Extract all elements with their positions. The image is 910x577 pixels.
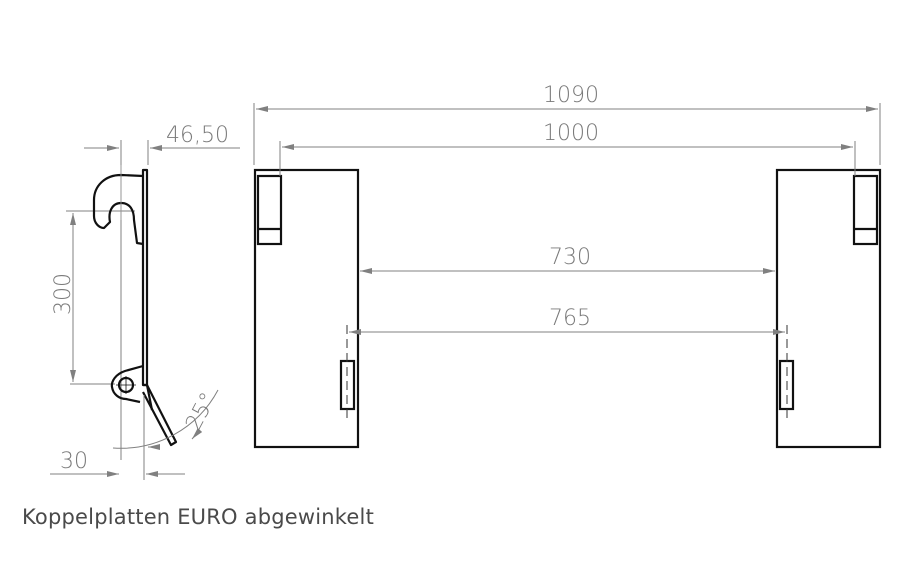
left-plate — [253, 168, 360, 449]
dim-bottom-offset-label: 30 — [60, 449, 88, 474]
dim-hook-centers — [279, 141, 856, 176]
dim-inner-clearance-label: 730 — [549, 245, 591, 270]
dim-overall-width-label: 1090 — [543, 83, 599, 108]
drawing-caption: Koppelplatten EURO abgewinkelt — [22, 505, 374, 529]
dim-top-width — [84, 140, 240, 460]
coupling-plate-side-profile — [92, 165, 178, 447]
dim-bottom-offset — [50, 395, 185, 480]
dim-overall-width — [253, 103, 881, 165]
dim-height — [66, 210, 135, 385]
front-view: 1090 1000 730 765 — [253, 83, 882, 449]
dim-top-width-label: 46,50 — [166, 123, 229, 148]
dim-angle-label: 25° — [181, 389, 221, 435]
dim-pin-centers-label: 765 — [549, 306, 591, 331]
right-plate — [775, 168, 882, 449]
side-view: 46,50 300 — [50, 123, 240, 480]
dim-angle — [112, 389, 219, 450]
dim-hook-centers-label: 1000 — [543, 121, 599, 146]
dim-height-label: 300 — [51, 273, 76, 315]
